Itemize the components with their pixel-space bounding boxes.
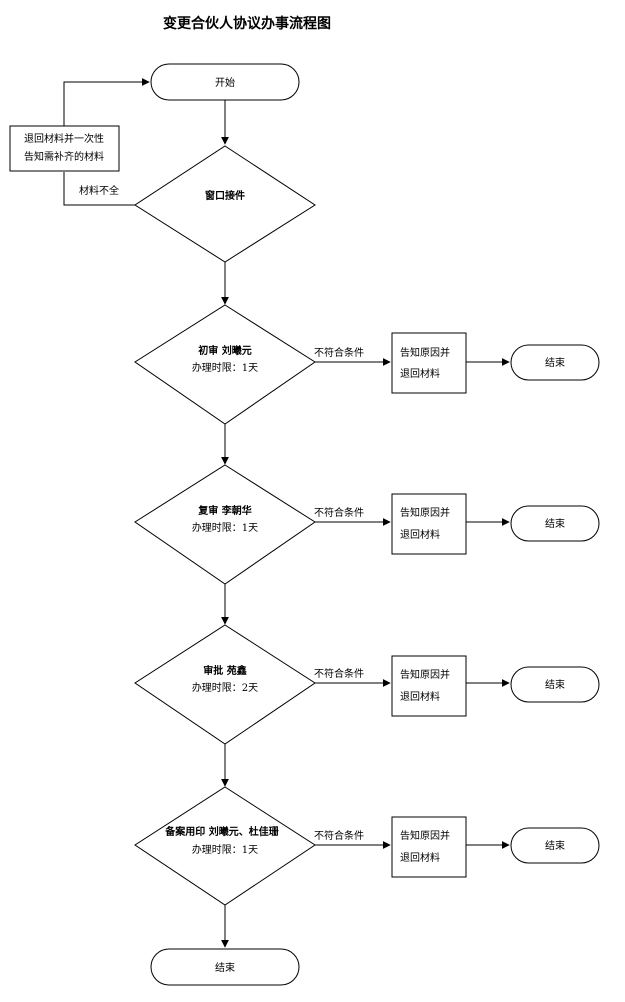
end-label: 结束	[215, 961, 235, 974]
step-approval-time: 办理时限：2天	[192, 681, 258, 694]
second-reject-box-line-2: 退回材料	[400, 528, 440, 541]
second-reject-condition: 不符合条件	[314, 506, 364, 519]
edge-window-incomplete	[63, 172, 135, 206]
filing-reject-box-line-2: 退回材料	[400, 851, 440, 864]
edge-return-start	[63, 78, 150, 126]
diagram-title: 变更合伙人协议办事流程图	[163, 15, 331, 32]
step-second-review-time: 办理时限：1天	[192, 521, 258, 534]
step-filing-seal-name: 备案用印 刘曦元、杜佳珊	[164, 825, 278, 838]
step-approval-name: 审批 苑鑫	[203, 664, 246, 677]
incomplete-label: 材料不全	[79, 184, 119, 197]
filing-reject-condition: 不符合条件	[314, 829, 364, 842]
approval-reject-end-label: 结束	[545, 678, 565, 691]
return-materials-line-2: 告知需补齐的材料	[24, 150, 104, 163]
start-label: 开始	[215, 76, 235, 89]
approval-reject-end-terminal	[510, 666, 600, 703]
step-second-review-name: 复审 李朝华	[197, 504, 251, 517]
first-reject-box-line-2: 退回材料	[400, 367, 440, 380]
filing-reject-end-terminal	[510, 827, 600, 864]
first-reject-condition: 不符合条件	[314, 346, 364, 359]
approval-reject-condition: 不符合条件	[314, 667, 364, 680]
second-reject-end-terminal	[510, 505, 600, 542]
first-reject-end-label: 结束	[545, 356, 565, 369]
filing-reject-end-label: 结束	[545, 839, 565, 852]
approval-reject-box	[391, 655, 467, 717]
first-reject-box	[391, 332, 467, 394]
second-reject-end-label: 结束	[545, 517, 565, 530]
step-filing-seal-time: 办理时限：1天	[192, 843, 258, 856]
return-materials-box	[9, 125, 120, 172]
window-intake-label: 窗口接件	[205, 189, 245, 202]
step-first-review-time: 办理时限：1天	[192, 361, 258, 374]
first-reject-end-terminal	[510, 344, 600, 381]
end-terminal	[150, 948, 300, 986]
step-first-review-name: 初审 刘曦元	[198, 344, 251, 357]
filing-reject-box	[391, 816, 467, 878]
approval-reject-box-line-2: 退回材料	[400, 690, 440, 703]
return-materials-line-1: 退回材料并一次性	[24, 132, 104, 145]
second-reject-box-line-1: 告知原因并	[400, 506, 450, 519]
approval-reject-box-line-1: 告知原因并	[400, 668, 450, 681]
first-reject-box-line-1: 告知原因并	[400, 346, 450, 359]
filing-reject-box-line-1: 告知原因并	[400, 829, 450, 842]
second-reject-box	[391, 493, 467, 555]
window-intake-decision	[134, 145, 316, 263]
